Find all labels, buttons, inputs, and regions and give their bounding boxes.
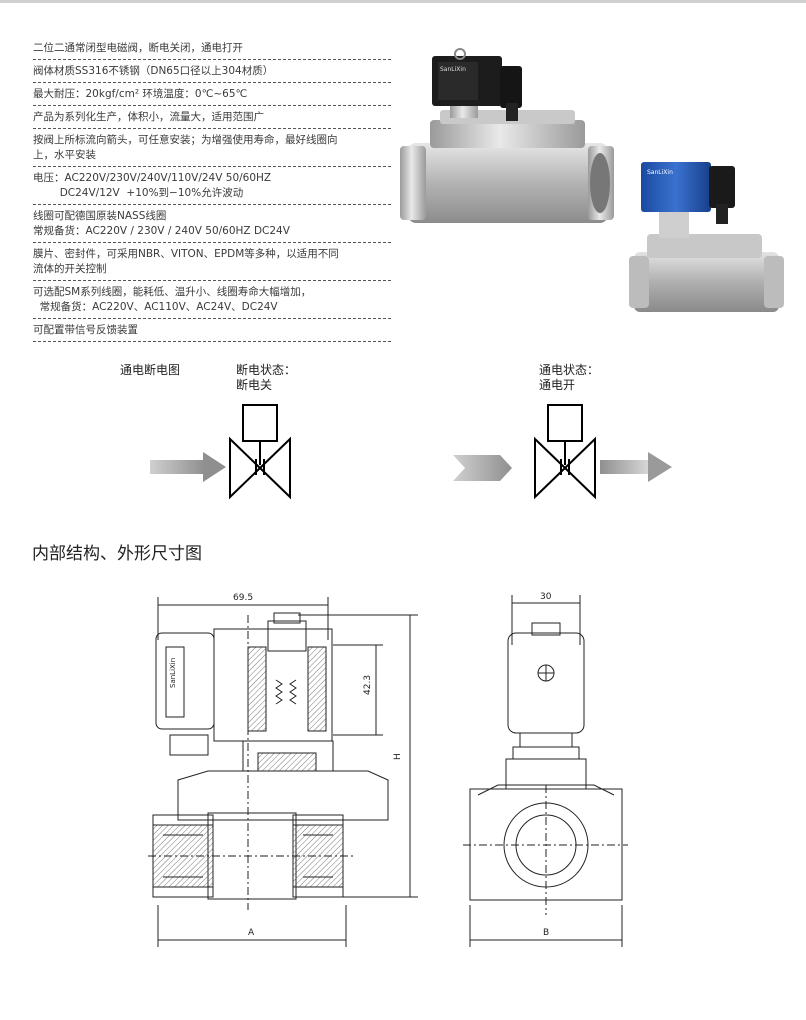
valve-symbol-closed bbox=[229, 404, 291, 500]
section-title: 内部结构、外形尺寸图 bbox=[32, 544, 202, 564]
on-state-label: 通电状态： 通电开 bbox=[539, 363, 600, 392]
spec-item: 线圈可配德国原装NASS线圈常规备货：AC220V / 230V / 240V … bbox=[33, 208, 391, 243]
product-photo-large: SanLiXin bbox=[400, 48, 614, 223]
svg-text:SanLiXin: SanLiXin bbox=[440, 66, 466, 73]
svg-text:SanLiXin: SanLiXin bbox=[647, 169, 673, 176]
dim-label-a: A bbox=[248, 928, 255, 938]
spec-item: 产品为系列化生产，体积小，流量大，适用范围广 bbox=[33, 109, 391, 129]
inflow-arrow-closed bbox=[150, 452, 226, 482]
spec-item: 阀体材质SS316不锈钢（DN65口径以上304材质） bbox=[33, 63, 391, 83]
spec-item: 最大耐压：20kgf/cm² 环境温度：0℃~65℃ bbox=[33, 86, 391, 106]
spec-item: 可选配SM系列线圈，能耗低、温升小、线圈寿命大幅增加， 常规备货：AC220V、… bbox=[33, 284, 391, 319]
coil-brand-label: SanLiXin bbox=[169, 658, 177, 688]
spec-item: 按阀上所标流向箭头，可任意安装；为增强使用寿命，最好线圈向上，水平安装 bbox=[33, 132, 391, 167]
valve-symbol-open bbox=[534, 404, 596, 500]
valve-state-diagram bbox=[150, 404, 672, 500]
spec-item: 可配置带信号反馈装置 bbox=[33, 322, 391, 342]
spec-item: 二位二通常闭型电磁阀，断电关闭，通电打开 bbox=[33, 40, 391, 60]
outflow-arrow-open bbox=[600, 452, 672, 482]
dim-label-b: B bbox=[543, 928, 549, 938]
off-state-label: 断电状态： 断电关 bbox=[236, 363, 297, 392]
top-divider bbox=[0, 0, 806, 3]
dim-label-side: 30 bbox=[540, 592, 552, 602]
dimension-drawing: 69.5 42.3 H A 30 B SanLiXin bbox=[148, 592, 628, 947]
inflow-arrow-open bbox=[453, 455, 512, 481]
spec-item: 膜片、密封件，可采用NBR、VITON、EPDM等多种，以适用不同流体的开关控制 bbox=[33, 246, 391, 281]
dim-label-height-inner: 42.3 bbox=[363, 675, 373, 695]
dim-label-h: H bbox=[393, 753, 403, 760]
spec-list: 二位二通常闭型电磁阀，断电关闭，通电打开 阀体材质SS316不锈钢（DN65口径… bbox=[33, 40, 391, 345]
power-diagram-title: 通电断电图 bbox=[120, 363, 181, 377]
dim-label-width: 69.5 bbox=[233, 593, 253, 603]
spec-item: 电压：AC220V/230V/240V/110V/24V 50/60HZ DC2… bbox=[33, 170, 391, 205]
product-photo-small: SanLiXin bbox=[629, 162, 784, 312]
